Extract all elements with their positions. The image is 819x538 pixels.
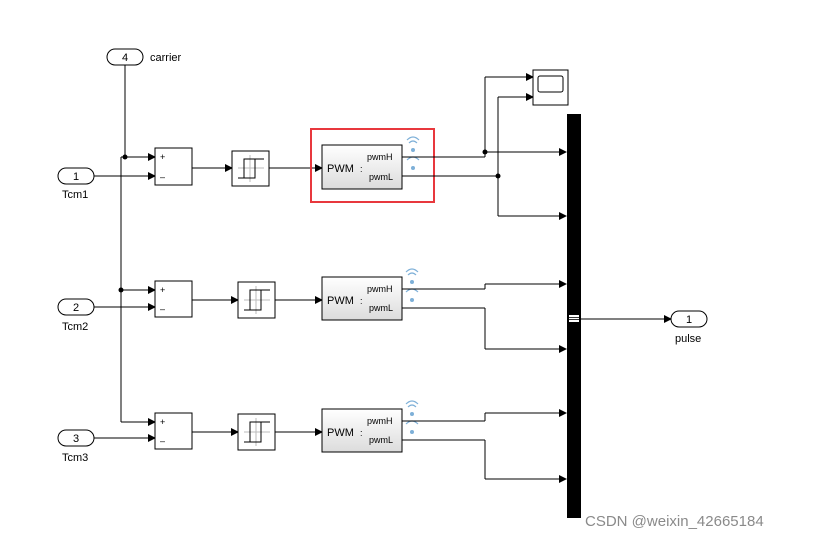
pwm-block-2[interactable]: PWM pwmH pwmL : [321,276,403,321]
watermark: CSDN @weixin_42665184 [585,513,764,530]
inport-tcm3[interactable]: 3 [57,429,95,447]
sum-block-3[interactable]: + – [154,412,193,450]
svg-text::: : [360,164,363,174]
pwm-1-output-high: pwmH [367,152,393,162]
mux-block[interactable] [567,114,581,518]
pwm-1-output-low: pwmL [369,172,393,182]
sum-block-1[interactable]: + – [154,147,193,186]
scope-block[interactable] [532,69,569,106]
signal-logging-icon-2 [405,268,419,302]
sum-3-plus: + [160,417,165,427]
row2-output-wires [402,280,567,353]
carrier-wires [118,65,156,426]
pwm-3-input-label: PWM [327,427,354,439]
inport-tcm3-number: 3 [73,433,79,445]
inport-tcm2[interactable]: 2 [57,298,95,316]
pwm-2-output-low: pwmL [369,303,393,313]
row1-output-wires [402,73,567,220]
signal-logging-icon-1 [406,136,420,170]
relay-block-3[interactable] [237,413,276,451]
svg-text::: : [360,428,363,438]
sum-2-minus: – [160,304,165,314]
inport-carrier-number: 4 [122,52,128,64]
inport-carrier[interactable]: 4 [106,48,144,66]
svg-text::: : [360,296,363,306]
pwm-block-3[interactable]: PWM pwmH pwmL : [321,408,403,453]
pwm-block-1[interactable]: PWM pwmH pwmL : [321,144,403,190]
row3-output-wires [402,409,567,483]
pwm-3-output-high: pwmH [367,416,393,426]
pwm-3-output-low: pwmL [369,435,393,445]
outport-pulse[interactable]: 1 [670,310,708,328]
outport-number: 1 [686,314,692,326]
highlight-box [310,128,435,203]
sum-3-minus: – [160,436,165,446]
inport-tcm3-label: Tcm3 [62,452,88,464]
inport-carrier-label: carrier [150,52,182,64]
inport-tcm1-label: Tcm1 [62,189,88,201]
inport-tcm1-number: 1 [73,171,79,183]
sum-2-plus: + [160,285,165,295]
inport-tcm2-label: Tcm2 [62,321,88,333]
pwm-2-output-high: pwmH [367,284,393,294]
signal-logging-icon-3 [405,400,419,434]
pwm-1-input-label: PWM [327,163,354,175]
outport-label: pulse [675,333,701,345]
relay-block-1[interactable] [231,150,270,187]
relay-block-2[interactable] [237,281,276,319]
inport-tcm1[interactable]: 1 [57,167,95,185]
pwm-2-input-label: PWM [327,295,354,307]
sum-1-plus: + [160,152,165,162]
sum-block-2[interactable]: + – [154,280,193,318]
sum-1-minus: – [160,172,165,182]
inport-tcm2-number: 2 [73,302,79,314]
